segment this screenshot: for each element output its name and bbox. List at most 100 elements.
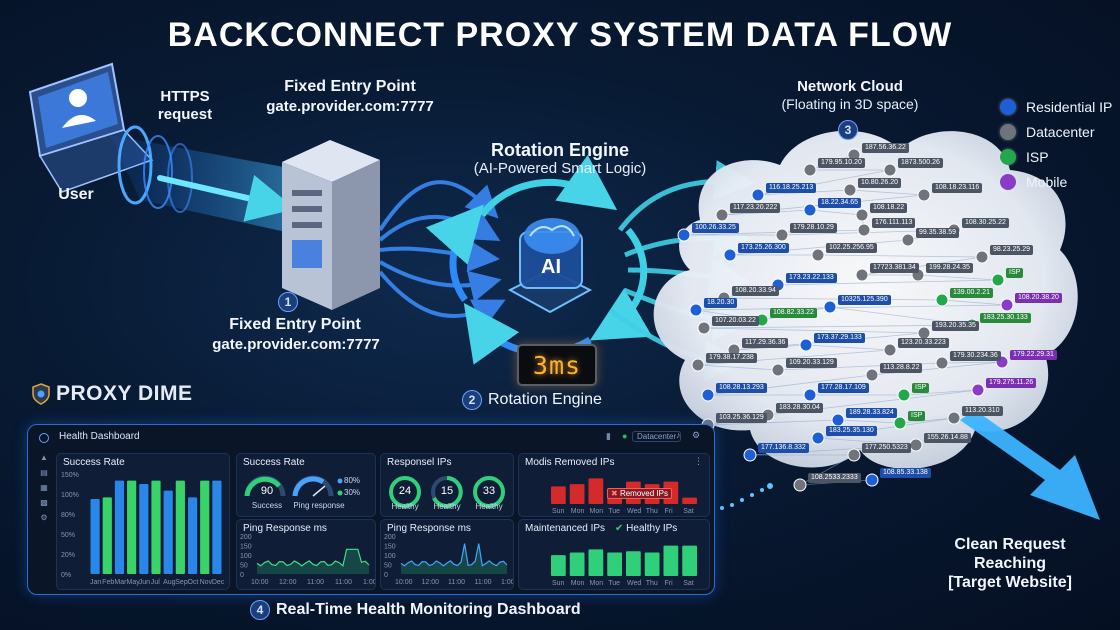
ip-tag-res: 108.28.13.293 <box>716 383 767 393</box>
healthy-bar <box>588 549 604 576</box>
removed-xtick: Mon <box>590 508 604 515</box>
exit-arrow <box>960 410 1100 520</box>
ip-node-res <box>743 448 757 462</box>
success-bar <box>127 480 137 574</box>
rotation-step-label: Rotation Engine <box>488 391 602 408</box>
success-xtick: Jun <box>139 579 150 586</box>
success-ytick: 0% <box>61 572 71 579</box>
dashboard-sidebar: ▲ ▤ ▦ ▩ ⚙ <box>34 453 54 588</box>
legend-mobile: Mobile <box>1000 169 1112 194</box>
legend-dot-residential <box>1000 98 1016 115</box>
success-xtick: Nov <box>200 579 213 586</box>
success-bar <box>163 490 173 574</box>
ip-tag-dc: 187.56.36.22 <box>862 143 909 153</box>
healthy-xtick: Fri <box>665 580 674 587</box>
cloud-link <box>805 344 891 351</box>
healthy-bar <box>663 545 679 576</box>
ip-tag-res: 173.25.26.300 <box>738 243 789 253</box>
step-1-badge: 1 <box>278 292 298 312</box>
clean-request-line-3: [Target Website] <box>948 574 1072 591</box>
success-gauge-label: Success <box>251 501 283 510</box>
ip-node-dc <box>901 233 915 247</box>
ip-tag-res: 177.28.17.109 <box>818 383 869 393</box>
healthy-xtick: Tue <box>608 580 620 587</box>
success-bar <box>114 480 125 574</box>
sidebar-home-icon[interactable]: ▲ <box>40 453 48 462</box>
removed-bar <box>569 484 585 504</box>
cloud-link <box>903 389 979 396</box>
removed-xtick: Sun <box>552 508 565 515</box>
ip-node-dc <box>883 343 897 357</box>
ping-xtick: 1:00 <box>501 579 513 586</box>
ip-node-dc <box>715 208 729 222</box>
sidebar-grid-icon[interactable]: ▩ <box>40 498 48 507</box>
more-options-icon[interactable]: ⋮ <box>694 456 703 466</box>
sidebar-stats-icon[interactable]: ▦ <box>40 483 48 492</box>
ping-ytick: 200 <box>384 534 396 541</box>
https-request-label: HTTPS request <box>157 88 213 123</box>
cloud-link <box>817 254 983 258</box>
removed-ips-title: Modis Removed IPs <box>525 457 615 468</box>
cloud-link <box>707 419 839 426</box>
ping-response-title-1: Ping Response ms <box>243 523 327 534</box>
fanout-arrows <box>378 180 506 329</box>
filter-dropdown[interactable]: Datacenter <box>632 431 682 442</box>
success-xtick: Feb <box>102 579 114 586</box>
ip-tag-dc: 99.35.38.59 <box>916 228 959 238</box>
ip-node-res <box>831 413 845 427</box>
settings-icon[interactable]: ⚙ <box>692 430 701 440</box>
ip-tag-dc: 199.28.24.35 <box>926 263 973 273</box>
sidebar-settings-icon[interactable]: ⚙ <box>40 513 48 522</box>
rotation-engine-subtitle: (AI-Powered Smart Logic) <box>473 160 647 177</box>
ip-tag-dc: 108.18.23.116 <box>932 183 983 193</box>
bell-icon[interactable]: ♪ <box>676 430 681 440</box>
healthy-bar <box>626 551 641 576</box>
ping-ytick: 100 <box>384 553 396 560</box>
healthy-xtick: Thu <box>646 580 658 587</box>
ip-tag-dc: 1873.500.26 <box>898 158 943 168</box>
removed-x-icon: ✖ <box>611 489 618 498</box>
gauge-legend-1: 80% <box>344 476 361 485</box>
legend-residential: Residential IP <box>1000 94 1112 119</box>
cloud-link <box>723 297 943 301</box>
ip-tag-isp: 139.00.2.21 <box>950 288 993 298</box>
ip-tag-dc: 193.20.35.35 <box>932 321 979 331</box>
ping-xtick: 12:00 <box>422 579 440 586</box>
ping-ytick: 50 <box>240 563 248 570</box>
ai-chip-label: AI <box>541 256 561 278</box>
ip-tag-res: 116.18.25.213 <box>766 183 817 193</box>
chart-bars-icon[interactable]: ▮ <box>606 431 611 441</box>
ip-tag-dc: 108.18.22 <box>870 203 908 213</box>
cloud-link <box>809 209 863 216</box>
ip-node-res <box>751 188 765 202</box>
legend-dot-mobile <box>1000 173 1016 190</box>
ip-node-dc <box>811 248 825 262</box>
cloud-link <box>703 324 973 329</box>
ip-tag-mob: 108.20.38.20 <box>1015 293 1062 303</box>
ip-node-dc <box>855 268 869 282</box>
sidebar-list-icon[interactable]: ▤ <box>40 468 48 477</box>
ip-tag-dc: 155.26.14.88 <box>924 433 971 443</box>
success-xtick: Jul <box>151 579 160 586</box>
ip-tag-res: 108.85.33.138 <box>880 468 931 478</box>
cloud-link <box>777 279 999 286</box>
response-gauge-1-label: Healthy <box>391 502 419 511</box>
clean-request-line-1: Clean Request <box>954 536 1066 553</box>
ping-xtick: 12:00 <box>279 579 297 586</box>
legend-isp: ISP <box>1000 144 1112 169</box>
user-label: User <box>58 186 94 203</box>
removed-xtick: Thu <box>646 508 658 515</box>
success-bar <box>151 480 161 574</box>
ip-tag-isp: 108.82.33.22 <box>770 308 817 318</box>
success-ytick: 150% <box>61 472 79 479</box>
removed-ips-badge: ✖ Removed IPs <box>607 488 672 499</box>
ip-node-dc <box>847 448 861 462</box>
check-icon: ✔ <box>615 523 624 534</box>
response-gauges-graphic <box>389 476 505 508</box>
rotation-engine-title: Rotation Engine <box>491 140 629 160</box>
ip-node-res <box>689 303 703 317</box>
